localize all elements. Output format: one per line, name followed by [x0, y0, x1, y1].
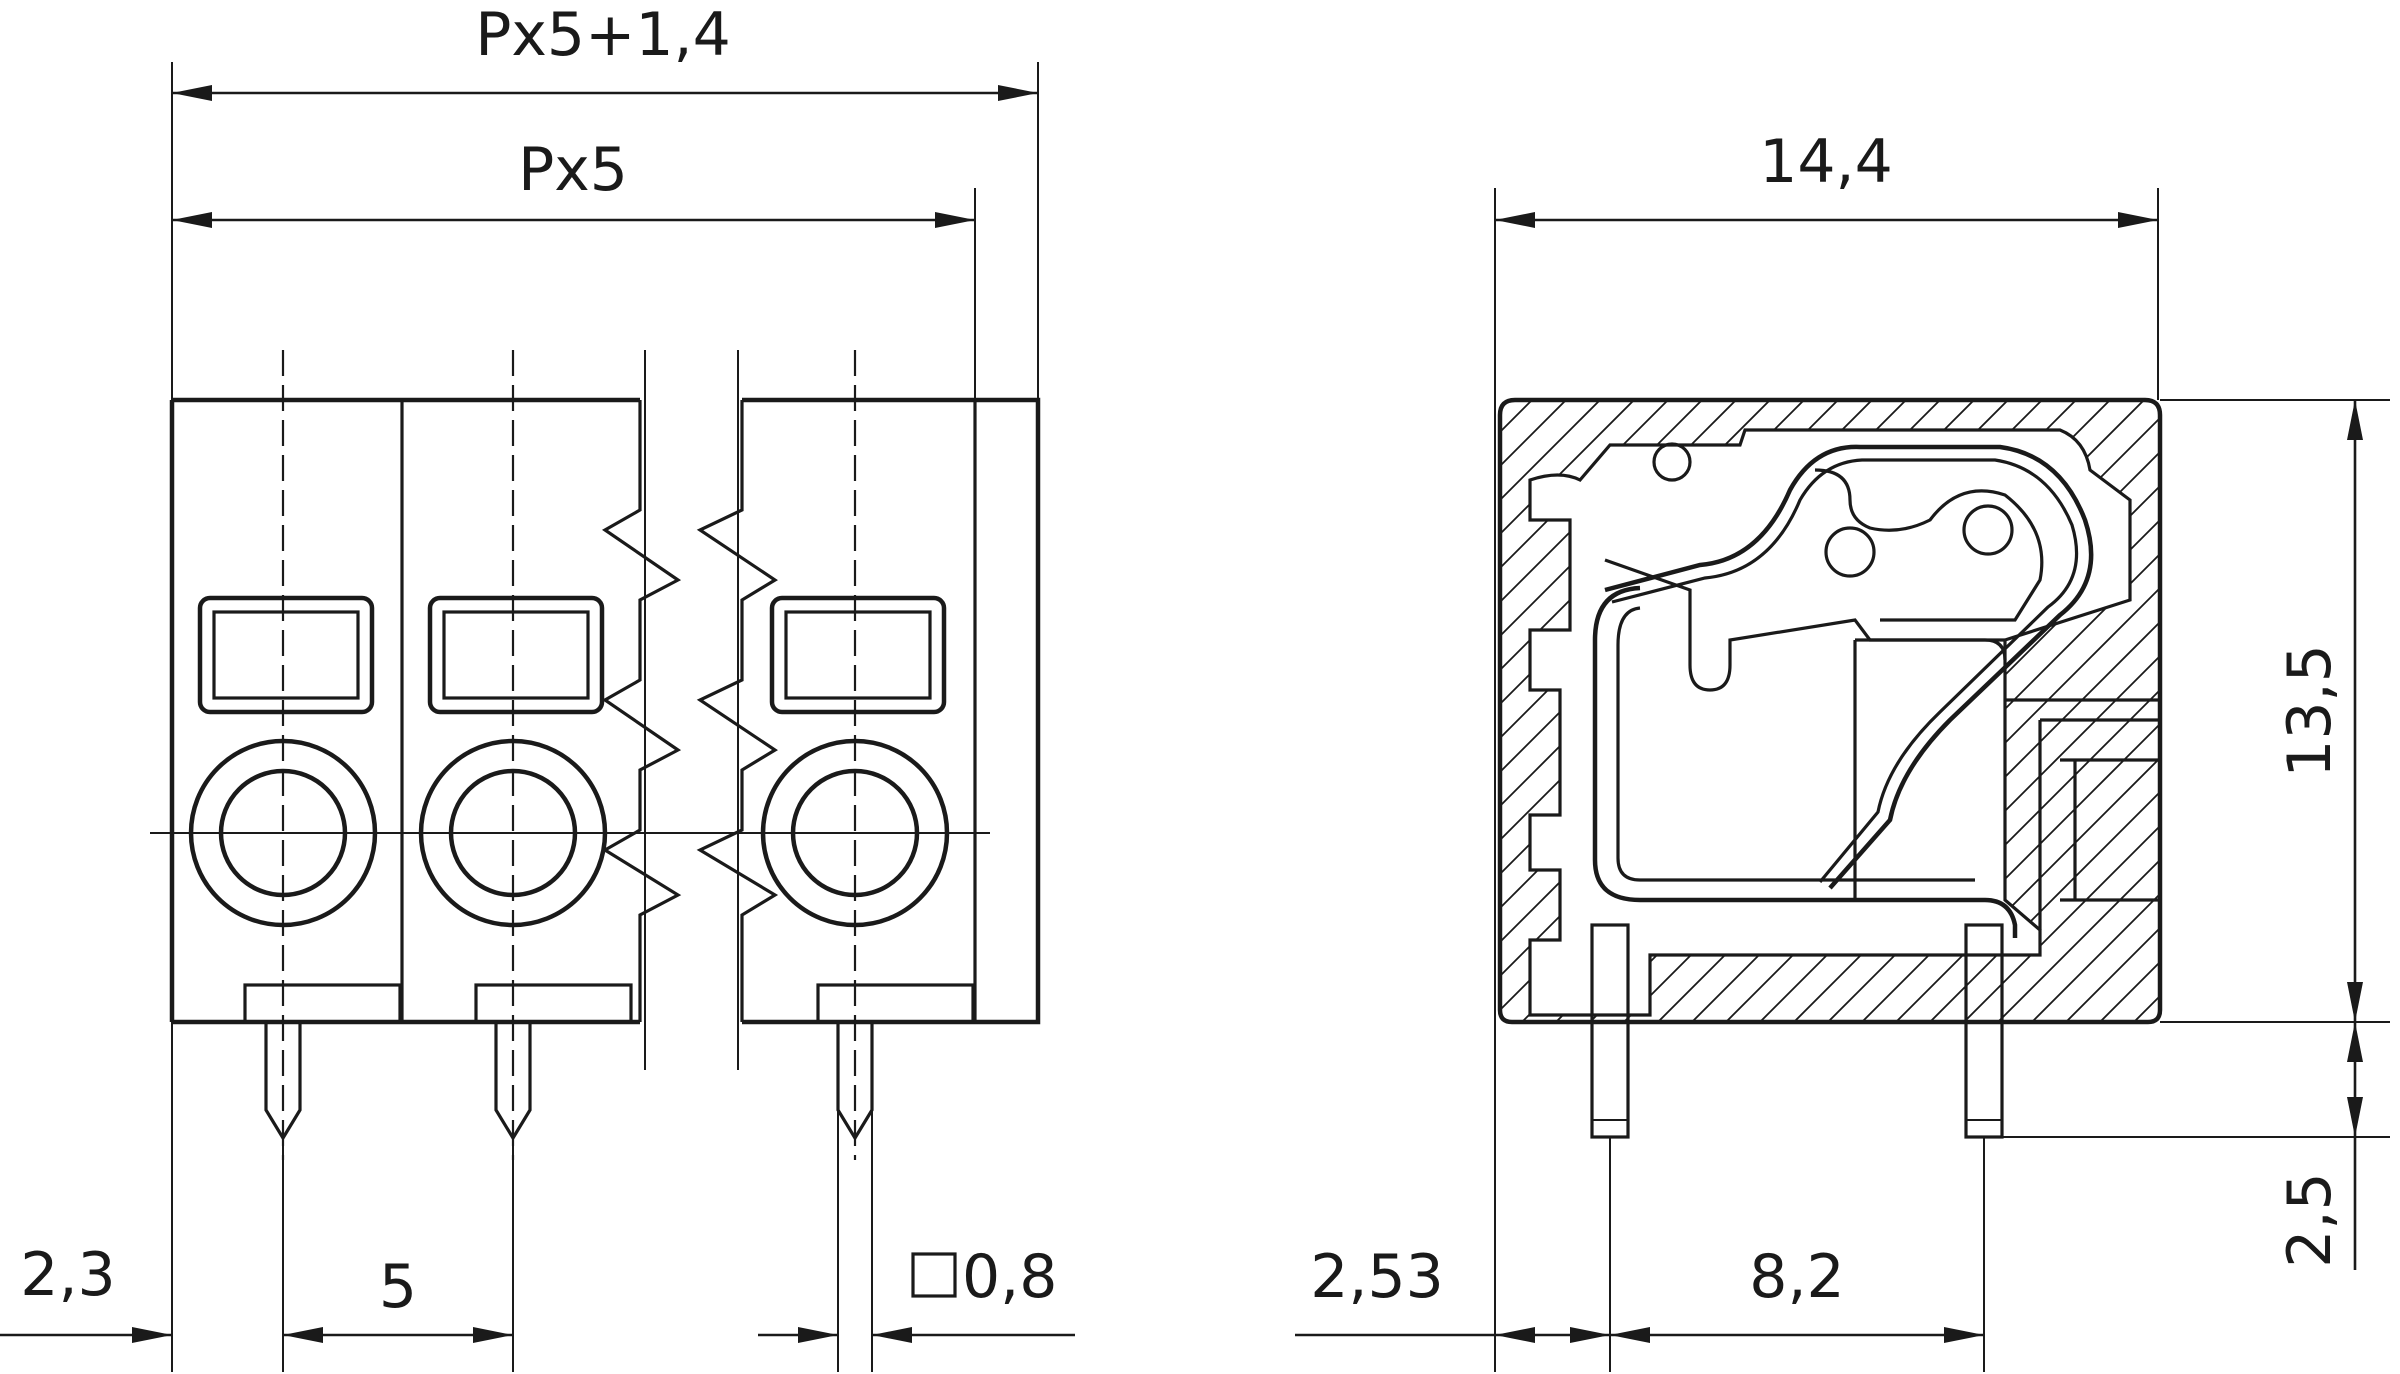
side-view: 14,4 13,5 2,5 2,53 8,	[1295, 127, 2390, 1372]
break-line-left	[601, 400, 682, 1022]
front-view: Px5+1,4 Px5 2,3 5 0,8	[0, 0, 1075, 1372]
spring-cavity	[1528, 428, 2132, 1017]
hatch-line	[2023, 400, 2160, 1022]
dim-pitch-total-label: Px5	[518, 135, 628, 205]
hatch-line	[1500, 400, 1543, 1022]
release-slot-3	[769, 595, 947, 715]
hatch-line	[1955, 400, 2160, 1022]
pin-base-1	[243, 983, 402, 1024]
dim-pin-spacing: 8,2	[1610, 1242, 1984, 1343]
pivot-hole-1	[1652, 442, 1692, 482]
dim-overall-width-label: Px5+1,4	[475, 0, 731, 70]
dim-pin-size-label: 0,8	[962, 1242, 1057, 1312]
dim-pin-size: 0,8	[758, 1242, 1075, 1343]
hatch-line	[1989, 400, 2160, 1022]
actuator-cam	[1814, 468, 2044, 622]
pin-base-2	[474, 983, 633, 1024]
housing-side-outline	[1497, 397, 2163, 1025]
side-pin-right	[1964, 923, 2004, 1139]
dim-pitch-label: 5	[379, 1252, 417, 1322]
dim-depth-label: 14,4	[1759, 127, 1893, 197]
side-cavity-right	[1853, 638, 2007, 900]
dim-edge-offset-label: 2,3	[20, 1240, 115, 1310]
pivot-hole-3	[1962, 504, 2014, 556]
dim-depth: 14,4	[1495, 127, 2158, 228]
dim-pitch: 5	[283, 1252, 513, 1343]
pivot-hole-2	[1824, 526, 1876, 578]
dim-height: 13,5	[2275, 400, 2363, 1022]
hatch-line	[1500, 400, 1611, 1022]
square-symbol-icon	[911, 1252, 957, 1298]
dim-edge-offset: 2,3	[0, 1240, 172, 1343]
actuator-outline	[1604, 558, 2005, 692]
dim-pin-spacing-label: 8,2	[1749, 1242, 1844, 1312]
busbar	[1592, 585, 2018, 938]
dim-pin-offset-label: 2,53	[1310, 1242, 1444, 1312]
hatch-line	[2125, 400, 2160, 1022]
dim-height-label: 13,5	[2275, 644, 2345, 778]
busbar-inner	[1616, 606, 1975, 882]
hatch-line	[1500, 400, 1509, 1022]
dim-pin-offset: 2,53	[1295, 1242, 1610, 1343]
wire-entry-section	[2005, 698, 2160, 930]
release-slot-2	[427, 595, 605, 715]
contact-spring	[1604, 444, 2094, 890]
pin-base-3	[816, 983, 975, 1024]
contact-spring-inner	[1611, 458, 2079, 884]
dim-pin-length: 2,5	[2275, 1022, 2363, 1270]
dim-pin-length-label: 2,5	[2275, 1172, 2345, 1267]
hatch-line	[1500, 400, 1577, 1022]
dim-overall-width: Px5+1,4	[172, 0, 1038, 101]
dim-pitch-total: Px5	[172, 135, 975, 228]
release-slot-1	[197, 595, 375, 715]
